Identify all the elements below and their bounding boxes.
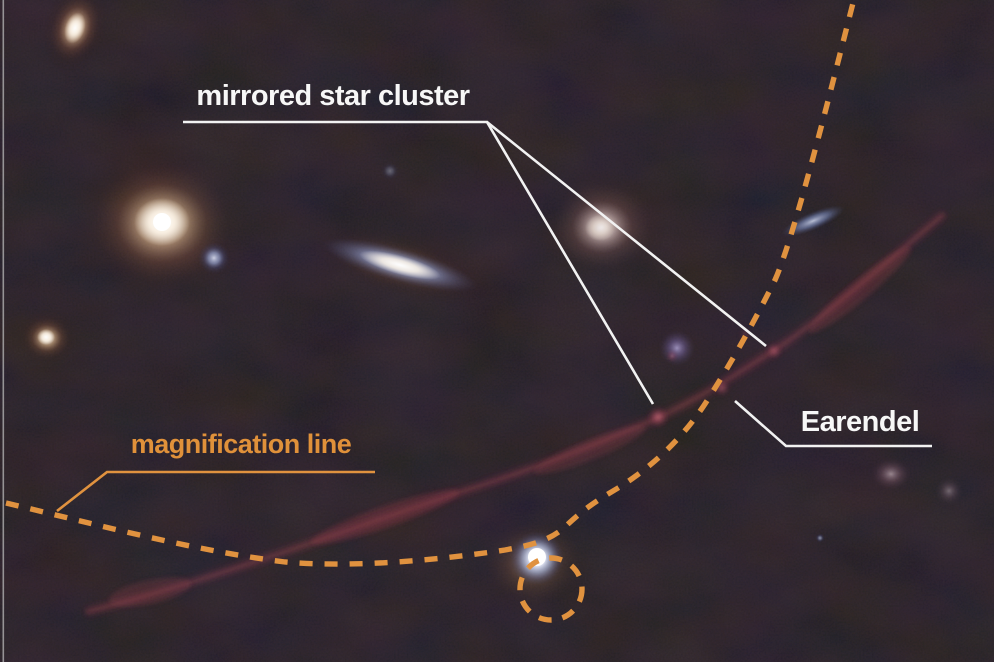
magnification-dashed-line [5,2,856,567]
left-frame-edge [2,0,5,662]
mirrored-star-cluster-label: mirrored star cluster [196,80,470,112]
annotation-lines [5,2,932,623]
magnification-line-label: magnification line [130,429,352,459]
earendel-label: Earendel [800,406,920,438]
cluster-pointer-b [486,120,767,348]
lens-loop-circle [517,555,585,623]
magnification-label-pointer [56,470,375,513]
earendel-pointer [734,400,932,448]
